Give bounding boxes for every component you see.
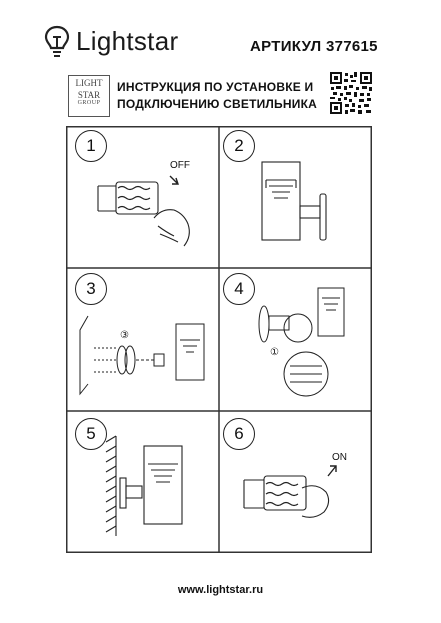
step-number-5: 5 xyxy=(75,418,107,450)
step5-illustration xyxy=(105,435,183,536)
step-number-2: 2 xyxy=(223,130,255,162)
document-title-line1: ИНСТРУКЦИЯ ПО УСТАНОВКЕ И xyxy=(117,80,314,94)
brand-badge-line3: GROUP xyxy=(77,100,101,106)
step4-callout: ① xyxy=(270,347,279,358)
article-number: АРТИКУЛ 377615 xyxy=(250,38,378,55)
brand-badge-line1: LIGHT xyxy=(75,78,103,88)
step3-callout: ③ xyxy=(120,330,129,341)
instruction-grid xyxy=(66,126,372,553)
document-title-line2: ПОДКЛЮЧЕНИЮ СВЕТИЛЬНИКА xyxy=(117,97,317,111)
brand-badge: LIGHT STAR GROUP xyxy=(68,75,110,117)
brand-badge-line2: STAR xyxy=(77,90,101,100)
step-number-4: 4 xyxy=(223,273,255,305)
qr-code-icon xyxy=(329,71,373,115)
step6-illustration xyxy=(243,465,337,518)
lightbulb-logo-icon xyxy=(44,25,70,57)
step-number-3: 3 xyxy=(75,273,107,305)
step-number-6: 6 xyxy=(223,418,255,450)
step1-off-label: OFF xyxy=(170,160,190,171)
step6-on-label: ON xyxy=(332,452,347,463)
step1-illustration xyxy=(97,175,190,247)
step2-illustration xyxy=(261,161,327,241)
brand-name: Lightstar xyxy=(76,26,179,56)
footer-url[interactable]: www.lightstar.ru xyxy=(177,584,264,596)
step3-illustration xyxy=(79,315,205,396)
step-number-1: 1 xyxy=(75,130,107,162)
step4-illustration xyxy=(258,287,345,397)
